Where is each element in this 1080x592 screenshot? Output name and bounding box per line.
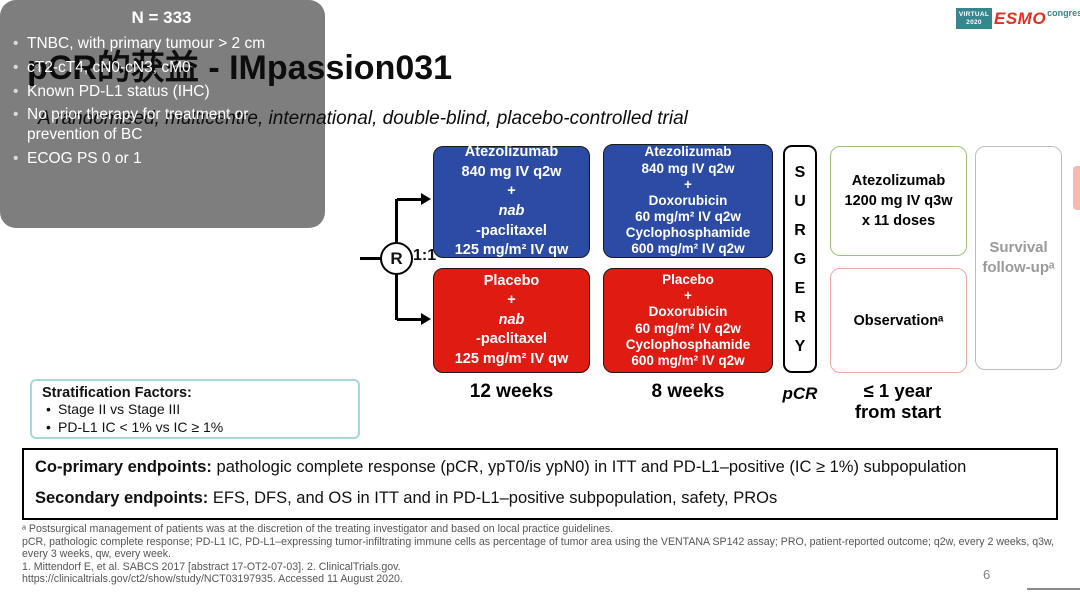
- observation-box: Observationᵃ: [830, 268, 967, 373]
- esmo-congress-logo: VIRTUAL 2020 ESMO congress: [956, 8, 1080, 29]
- stratification-list: Stage II vs Stage IIIPD-L1 IC < 1% vs IC…: [42, 401, 348, 436]
- randomization-ratio: 1:1: [413, 247, 437, 264]
- connector-line: [397, 198, 422, 201]
- edge-decoration: [1073, 166, 1080, 210]
- list-item: 1. Mittendorf E, et al. SABCS 2017 [abst…: [22, 560, 401, 573]
- enrollment-criteria-box: N = 333 TNBC, with primary tumour > 2 cm…: [0, 0, 325, 228]
- footnotes: ᵃ Postsurgical management of patients wa…: [22, 523, 1063, 586]
- list-item: No prior therapy for treatment or preven…: [10, 105, 313, 145]
- list-item: ECOG PS 0 or 1: [10, 149, 313, 169]
- connector-line: [360, 257, 381, 260]
- logo-virtual-text: VIRTUAL: [958, 10, 990, 18]
- list-item: pCR, pathologic complete response; PD-L1…: [22, 535, 1055, 561]
- duration-phase1: 12 weeks: [469, 381, 554, 402]
- list-item: Known PD-L1 status (IHC): [10, 82, 313, 102]
- list-item: cT2-cT4, cN0-cN3, cM0: [10, 58, 313, 78]
- enrollment-criteria-list: TNBC, with primary tumour > 2 cm cT2-cT4,…: [10, 34, 313, 169]
- list-item: ᵃ Postsurgical management of patients wa…: [22, 523, 614, 535]
- secondary-endpoints: Secondary endpoints: EFS, DFS, and OS in…: [35, 489, 778, 507]
- pcr-label: pCR: [782, 384, 818, 403]
- connector-line: [397, 318, 422, 321]
- congress-wordmark: congress: [1047, 8, 1080, 18]
- randomization-icon: R: [380, 242, 413, 275]
- randomization-symbol: R: [390, 248, 403, 268]
- endpoints-box: Co-primary endpoints: pathologic complet…: [22, 448, 1058, 520]
- arrow-right-icon: [421, 313, 431, 325]
- stratification-header: Stratification Factors:: [42, 385, 192, 401]
- list-item: https://clinicaltrials.gov/ct2/show/stud…: [22, 573, 403, 585]
- virtual-2020-badge: VIRTUAL 2020: [956, 8, 992, 29]
- co-primary-endpoints: Co-primary endpoints: pathologic complet…: [35, 458, 967, 476]
- duration-phase2: 8 weeks: [651, 381, 725, 402]
- bottom-right-divider: [1027, 588, 1080, 590]
- arrow-right-icon: [421, 193, 431, 205]
- list-item: TNBC, with primary tumour > 2 cm: [10, 34, 313, 54]
- page-number: 6: [983, 567, 991, 582]
- stratification-factors-box: Stratification Factors: Stage II vs Stag…: [30, 379, 360, 439]
- list-item: PD-L1 IC < 1% vs IC ≥ 1%: [42, 419, 348, 437]
- esmo-wordmark: ESMO: [994, 9, 1047, 28]
- list-item: Stage II vs Stage III: [42, 401, 348, 419]
- logo-year-text: 2020: [966, 18, 982, 26]
- enrollment-count: N = 333: [131, 8, 192, 27]
